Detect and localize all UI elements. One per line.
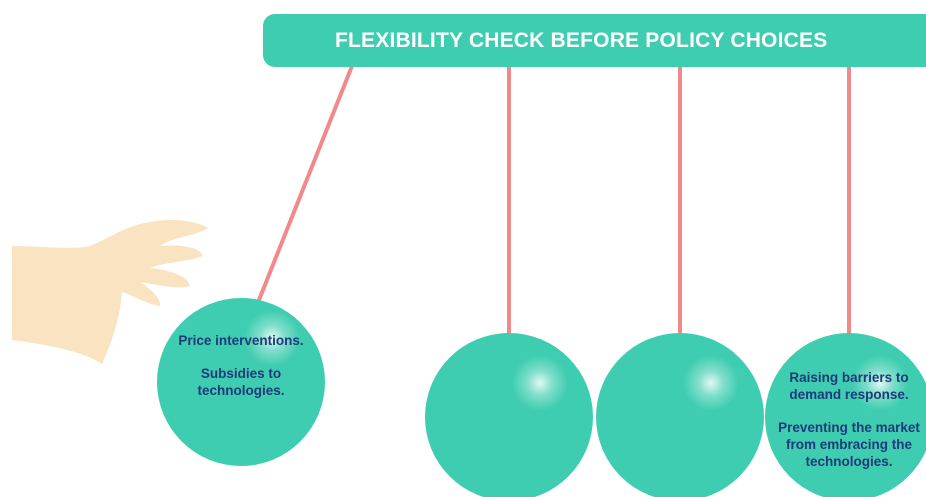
title-banner: FLEXIBILITY CHECK BEFORE POLICY CHOICES	[263, 14, 926, 67]
hand-icon	[12, 220, 208, 364]
string-1	[255, 65, 354, 306]
ball-1-line-2: Subsidies to technologies.	[197, 366, 285, 398]
ball-4-line-2: Preventing the market from embracing the…	[778, 420, 920, 469]
ball-3	[596, 333, 764, 497]
ball-1-highlight	[244, 310, 300, 366]
ball-1-text: Price interventions. Subsidies to techno…	[171, 332, 311, 399]
ball-2-highlight	[512, 355, 568, 411]
ball-2	[425, 333, 593, 497]
banner-title: FLEXIBILITY CHECK BEFORE POLICY CHOICES	[335, 28, 828, 52]
ball-3-highlight	[683, 355, 739, 411]
ball-4-line-1: Raising barriers to demand response.	[789, 370, 909, 402]
ball-4-highlight	[852, 355, 908, 411]
ball-1-line-1: Price interventions.	[178, 333, 304, 348]
ball-4-text: Raising barriers to demand response. Pre…	[772, 369, 926, 470]
